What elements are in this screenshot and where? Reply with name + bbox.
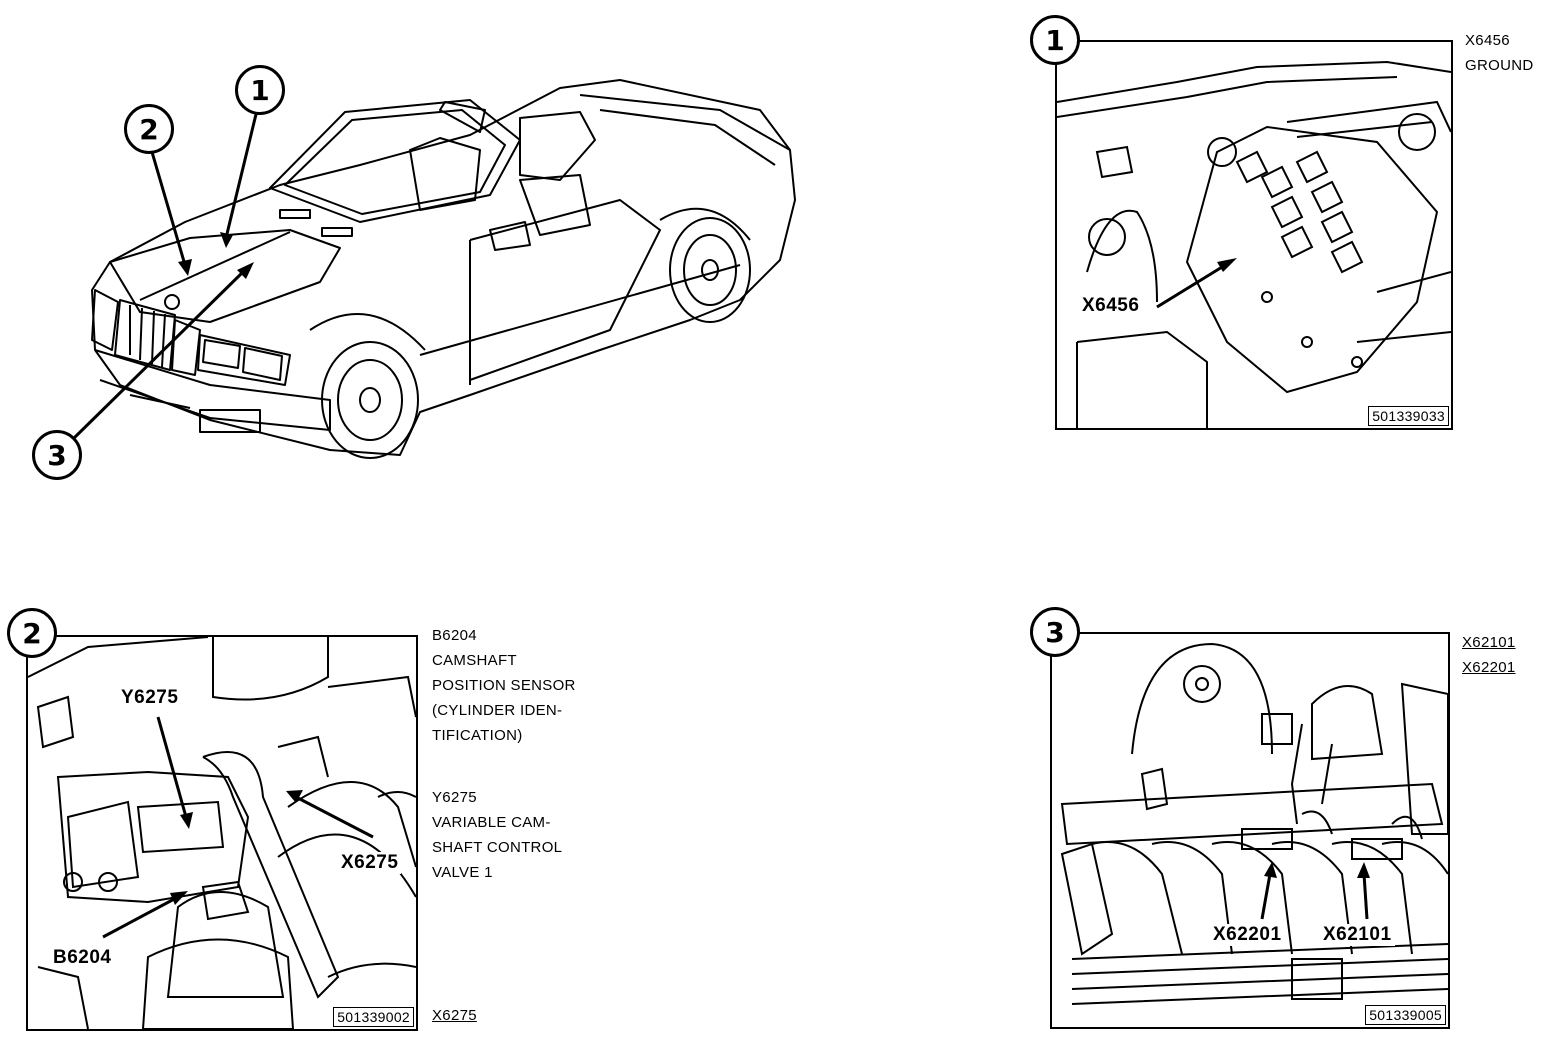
car-label-1[interactable]: 1 bbox=[235, 65, 285, 115]
callout-x62201[interactable]: X62201 bbox=[1210, 924, 1285, 946]
panel-3-legend: X62101 X62201 bbox=[1462, 630, 1516, 680]
legend-x62201-link[interactable]: X62201 bbox=[1462, 659, 1516, 676]
legend-y6275-line3: VALVE 1 bbox=[432, 864, 493, 881]
callout-y6275[interactable]: Y6275 bbox=[118, 687, 182, 709]
panel-2-number: 2 bbox=[7, 608, 57, 658]
legend-x6275-link[interactable]: X6275 bbox=[432, 1007, 477, 1024]
legend-b6204-id: B6204 bbox=[432, 627, 477, 644]
legend-b6204-line3: (CYLINDER IDEN- bbox=[432, 702, 563, 719]
panel-2-figure-id: 501339002 bbox=[333, 1007, 414, 1027]
car-label-3[interactable]: 3 bbox=[32, 430, 82, 480]
panel-3-engine-bay: X62201 X62101 501339005 bbox=[1050, 632, 1450, 1029]
panel-3-figure-id: 501339005 bbox=[1365, 1005, 1446, 1025]
callout-x6275[interactable]: X6275 bbox=[338, 852, 402, 874]
panel-3-number: 3 bbox=[1030, 607, 1080, 657]
panel-1-leader bbox=[1156, 262, 1228, 309]
car-label-2[interactable]: 2 bbox=[124, 104, 174, 154]
panel-3-drawing bbox=[1060, 642, 1448, 1005]
panel-3-leader-x62201 bbox=[1260, 873, 1272, 920]
legend-y6275-line1: VARIABLE CAM- bbox=[432, 814, 551, 831]
panel-1-figure-id: 501339033 bbox=[1368, 406, 1449, 426]
legend-b6204-line2: POSITION SENSOR bbox=[432, 677, 576, 694]
legend-y6275-id: Y6275 bbox=[432, 789, 477, 806]
panel-2-legend-b6204: B6204 CAMSHAFT POSITION SENSOR (CYLINDER… bbox=[432, 623, 576, 748]
panel-2-leader-b6204 bbox=[102, 895, 179, 939]
panel-1-legend: X6456 GROUND bbox=[1465, 28, 1533, 78]
panel-2-drawing bbox=[28, 637, 416, 1029]
car-drawing bbox=[70, 79, 796, 459]
callout-b6204[interactable]: B6204 bbox=[50, 947, 115, 969]
panel-2-legend-y6275: Y6275 VARIABLE CAM- SHAFT CONTROL VALVE … bbox=[432, 785, 562, 885]
panel-2-engine-bay: Y6275 X6275 B6204 501339002 bbox=[26, 635, 418, 1031]
legend-b6204-line1: CAMSHAFT bbox=[432, 652, 517, 669]
car-leader-lines bbox=[70, 105, 260, 442]
legend-x62101-link[interactable]: X62101 bbox=[1462, 634, 1516, 651]
panel-3-leader-x62101 bbox=[1362, 873, 1369, 920]
panel-1-engine-bay: X6456 501339033 bbox=[1055, 40, 1453, 430]
panel-1-number: 1 bbox=[1030, 15, 1080, 65]
callout-x62101[interactable]: X62101 bbox=[1320, 924, 1395, 946]
panel-1-drawing bbox=[1057, 60, 1451, 428]
panel-2-leader-x6275 bbox=[295, 795, 374, 839]
legend-x6456-id: X6456 bbox=[1465, 32, 1510, 49]
panel-2-leader-y6275 bbox=[156, 716, 188, 818]
legend-b6204-line4: TIFICATION) bbox=[432, 727, 523, 744]
legend-x6456-desc: GROUND bbox=[1465, 57, 1534, 74]
legend-y6275-line2: SHAFT CONTROL bbox=[432, 839, 563, 856]
callout-x6456[interactable]: X6456 bbox=[1079, 295, 1143, 317]
car-overview: 1 2 3 bbox=[0, 0, 820, 500]
